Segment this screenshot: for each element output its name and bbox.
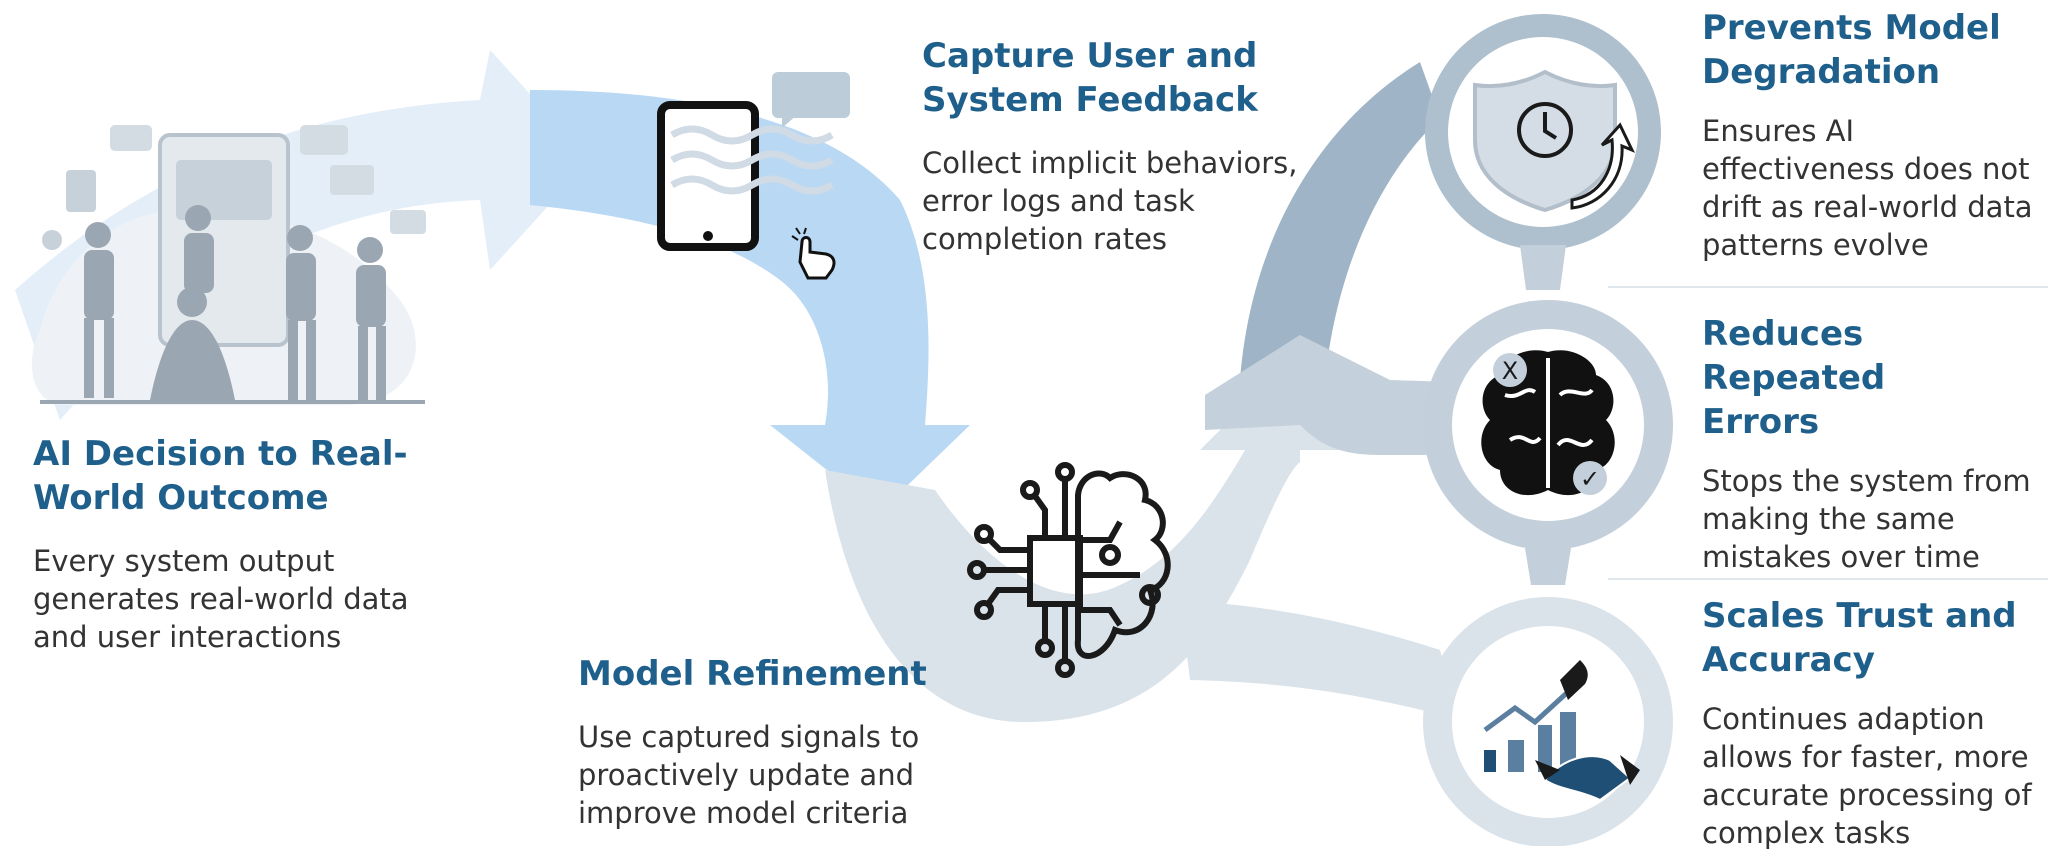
benefit-prevents-degradation: Prevents Model Degradation Ensures AI ef… bbox=[1702, 6, 2052, 264]
branch-arrow-middle bbox=[1205, 335, 1455, 455]
separator-line bbox=[1608, 578, 2048, 580]
step-title: Capture User and System Feedback bbox=[922, 36, 1258, 120]
connector-node bbox=[1525, 548, 1571, 585]
smartphone-feedback-icon bbox=[657, 72, 850, 280]
benefit-body: Stops the system from making the same mi… bbox=[1702, 464, 2031, 574]
benefit-title: Prevents Model Degradation bbox=[1702, 8, 2001, 92]
step-body: Every system output generates real-world… bbox=[33, 544, 409, 654]
refinement-band bbox=[825, 370, 1360, 723]
benefit-reduces-errors: Reduces Repeated Errors Stops the system… bbox=[1702, 312, 2052, 576]
step-title: Model Refinement bbox=[578, 654, 927, 694]
people-devices-illustration-icon bbox=[31, 125, 426, 405]
step-body: Use captured signals to proactively upda… bbox=[578, 720, 920, 830]
separator-line bbox=[1608, 286, 2048, 288]
check-mark: ✓ bbox=[1580, 465, 1600, 493]
shield-clock-icon bbox=[1473, 69, 1636, 213]
step-body: Collect implicit behaviors, error logs a… bbox=[922, 146, 1298, 256]
error-mark: X bbox=[1502, 357, 1518, 385]
brain-check-icon bbox=[1481, 350, 1615, 496]
step-outcome: AI Decision to Real- World Outcome Every… bbox=[33, 432, 453, 656]
benefit-body: Ensures AI effectiveness does not drift … bbox=[1702, 114, 2033, 262]
branch-arrow-bottom bbox=[1180, 600, 1460, 720]
benefit-title: Reduces Repeated Errors bbox=[1702, 314, 1886, 442]
benefit-title: Scales Trust and Accuracy bbox=[1702, 596, 2017, 680]
rocket-handshake-icon bbox=[1483, 660, 1640, 802]
connector-node bbox=[1520, 245, 1566, 290]
step-capture-feedback: Capture User and System Feedback Collect… bbox=[922, 34, 1322, 258]
benefit-scales-trust: Scales Trust and Accuracy Continues adap… bbox=[1702, 594, 2052, 852]
circuit-brain-icon bbox=[967, 462, 1171, 678]
step-title: AI Decision to Real- World Outcome bbox=[33, 434, 408, 518]
benefit-body: Continues adaption allows for faster, mo… bbox=[1702, 702, 2032, 850]
branch-arrow-top bbox=[1240, 62, 1440, 380]
benefit-circle-bottom bbox=[1423, 597, 1673, 846]
feedback-flow-arrow bbox=[530, 90, 970, 512]
step-model-refinement: Model Refinement Use captured signals to… bbox=[578, 652, 938, 832]
